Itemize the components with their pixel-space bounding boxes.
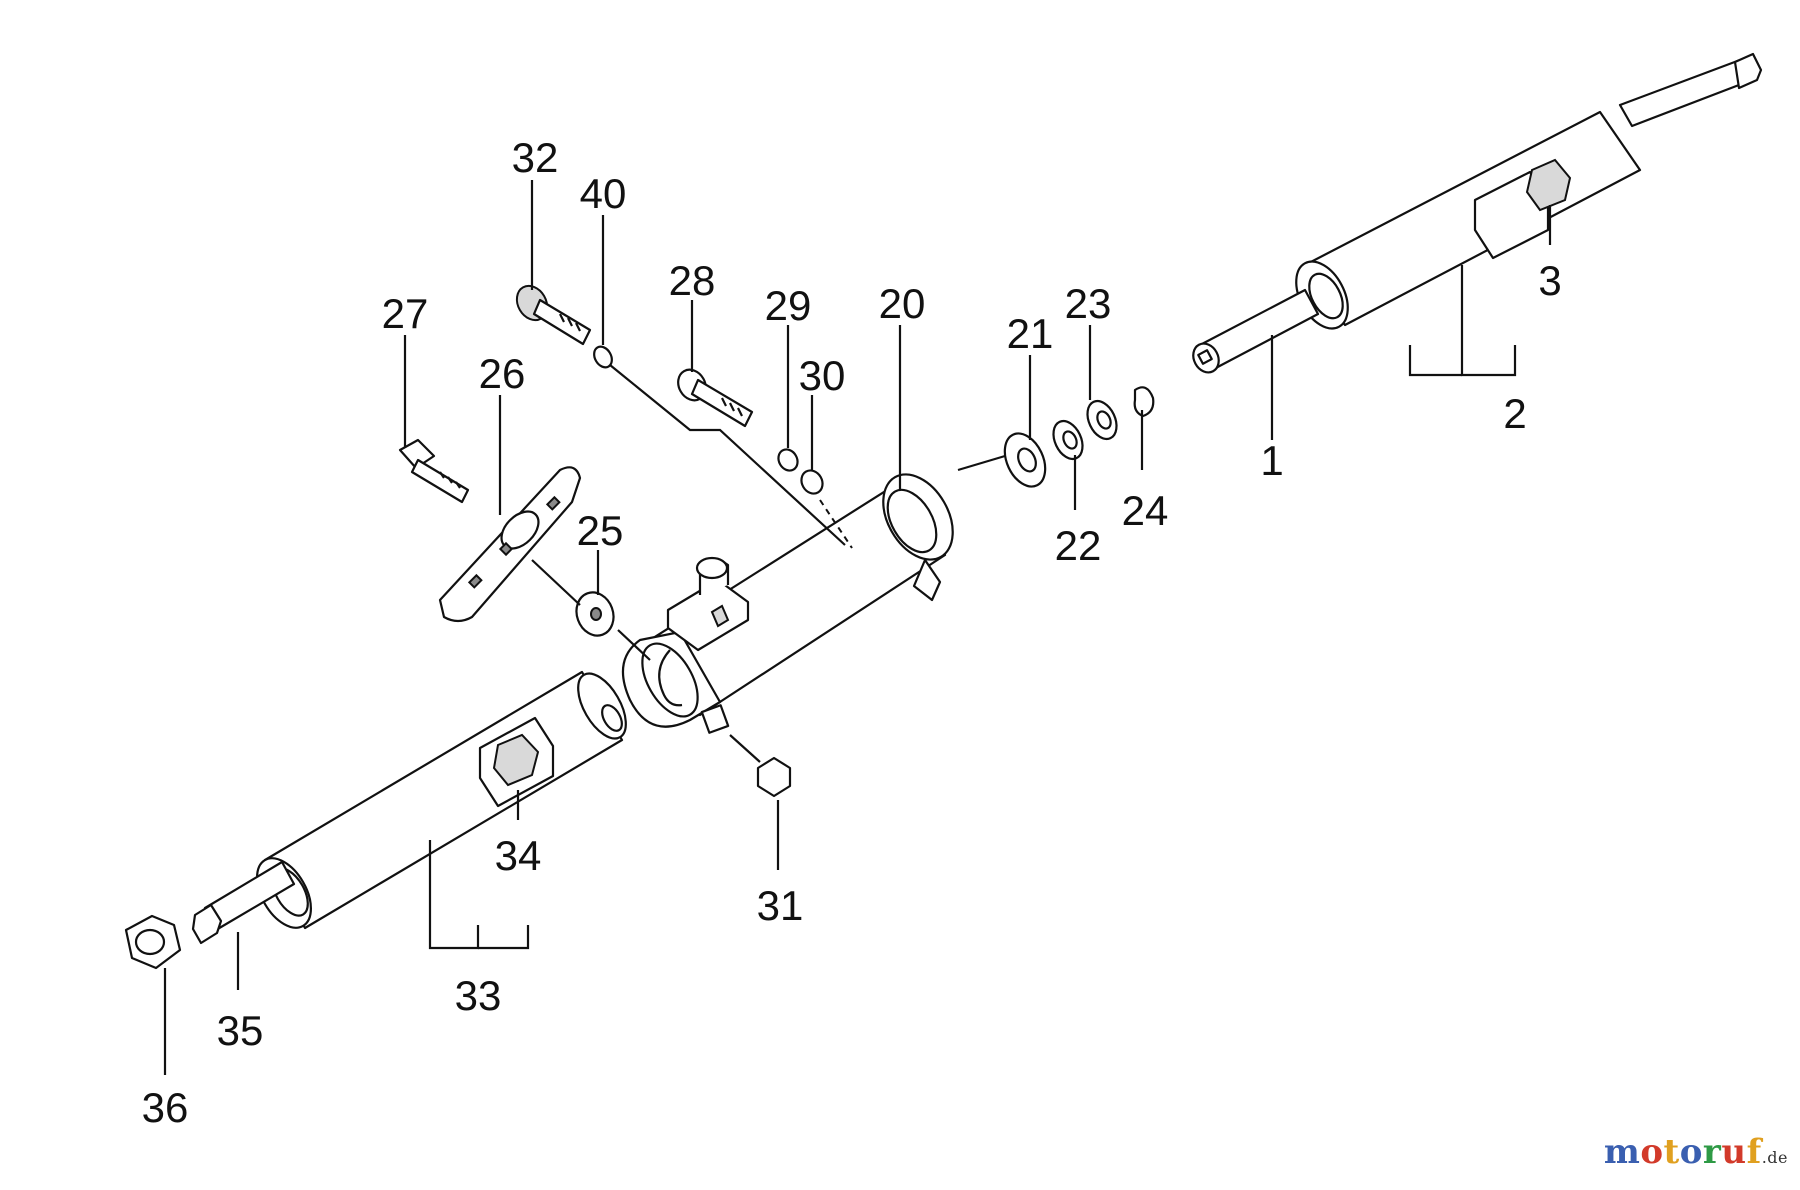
part-labels: 1 2 3 20 21 22 23 24 25 26 27 28 29 30 3… [142,134,1562,1131]
leader-lines [163,180,1552,1075]
label-part-35: 35 [217,1007,264,1054]
watermark-letter: t [1663,1132,1680,1172]
label-part-29: 29 [765,282,812,329]
watermark-letter: o [1640,1132,1664,1172]
label-part-26: 26 [479,350,526,397]
bolt-27 [398,438,470,504]
label-part-1: 1 [1260,437,1283,484]
watermark-wordmark: motoruf [1604,1132,1762,1172]
watermark-letter: m [1603,1132,1641,1172]
label-part-20: 20 [879,280,926,327]
label-part-36: 36 [142,1084,189,1131]
nut-36 [124,914,182,970]
watermark-suffix: .de [1761,1148,1788,1167]
watermark-letter: u [1721,1132,1747,1172]
nut-31 [756,756,792,798]
watermark-letter: o [1679,1132,1703,1172]
label-part-3: 3 [1538,257,1561,304]
shaft-right [1192,52,1763,374]
label-part-2: 2 [1503,390,1526,437]
label-part-33: 33 [455,972,502,1019]
label-part-22: 22 [1055,522,1102,569]
label-part-28: 28 [669,257,716,304]
watermark-letter: f [1746,1132,1762,1172]
label-part-23: 23 [1065,280,1112,327]
lever [438,466,582,623]
shaft-left [191,670,627,945]
label-part-24: 24 [1122,487,1169,534]
label-part-27: 27 [382,290,429,337]
label-part-21: 21 [1007,310,1054,357]
bolt-32 [515,284,613,369]
label-part-32: 32 [512,134,559,181]
label-part-31: 31 [757,882,804,929]
label-part-30: 30 [799,352,846,399]
main-housing [621,473,954,734]
label-part-25: 25 [577,507,624,554]
label-part-34: 34 [495,832,542,879]
washer-set [1003,386,1155,488]
watermark-logo: motoruf.de [1604,1132,1788,1172]
bolt-28 [677,368,824,495]
washer-25 [575,591,615,637]
watermark-letter: r [1702,1132,1722,1172]
label-part-40: 40 [580,170,627,217]
